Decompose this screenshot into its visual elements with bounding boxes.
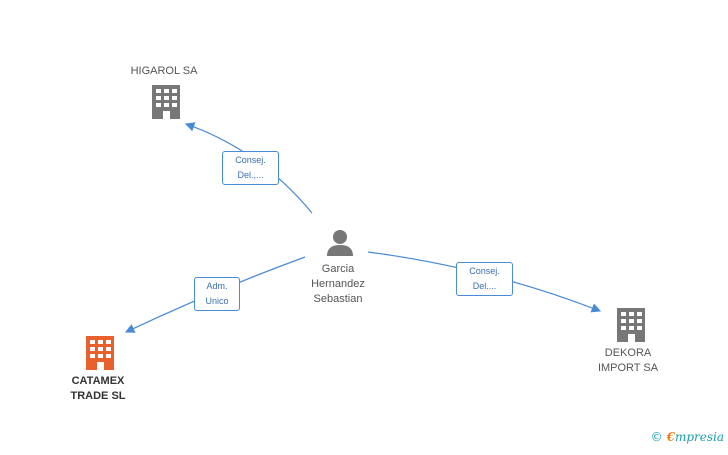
node-label-higarol[interactable]: HIGAROL SA (130, 65, 198, 77)
person-icon[interactable] (327, 230, 353, 256)
brand-logo-text: mpresia (674, 430, 724, 444)
building-icon[interactable] (152, 85, 180, 119)
copyright-symbol: © (650, 430, 663, 444)
brand-watermark: ©€mpresia (651, 430, 724, 444)
edge-label-catamex[interactable]: Adm. Unico (194, 277, 240, 311)
node-label-catamex[interactable]: CATAMEX TRADE SL (70, 375, 126, 402)
edge-label-higarol[interactable]: Consej. Del.,... (222, 151, 279, 185)
building-icon[interactable] (617, 308, 645, 342)
edge-label-dekora[interactable]: Consej. Del.... (456, 262, 513, 296)
brand-logo-initial: € (666, 430, 675, 444)
node-label-person[interactable]: Garcia Hernandez Sebastian (311, 263, 365, 305)
building-icon-highlight[interactable] (86, 336, 114, 370)
node-label-dekora[interactable]: DEKORA IMPORT SA (597, 347, 659, 374)
